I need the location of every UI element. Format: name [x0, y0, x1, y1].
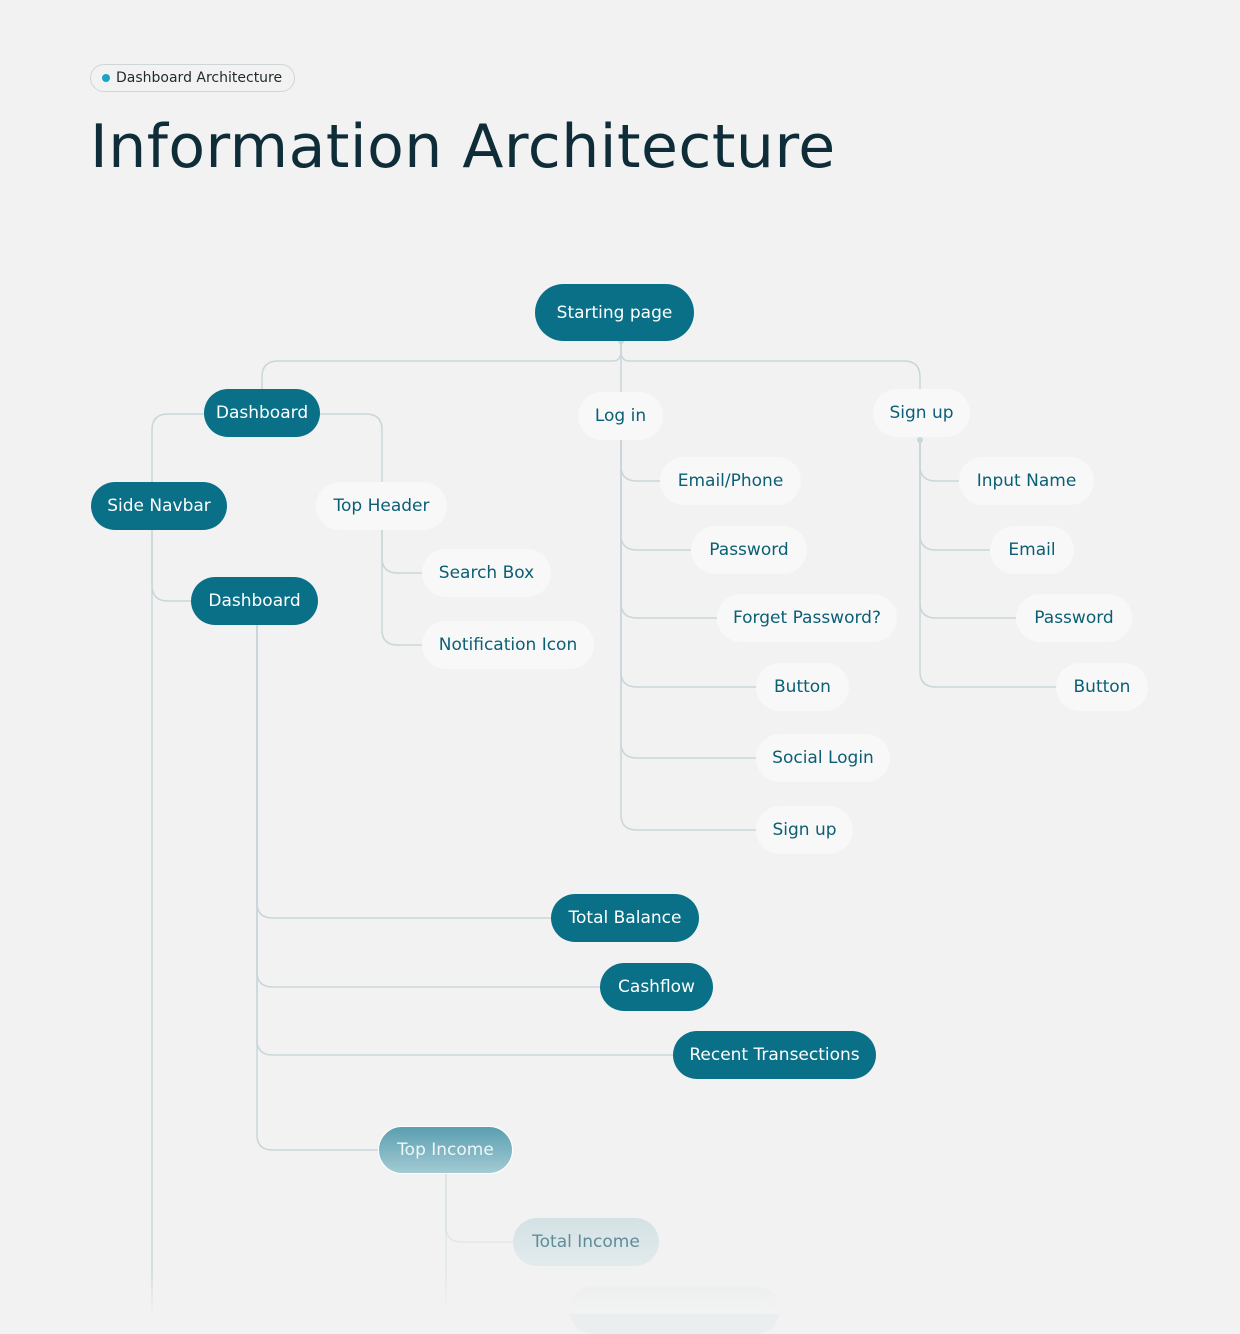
node-signup-email[interactable]: Email [990, 526, 1074, 574]
node-side-navbar[interactable]: Side Navbar [91, 482, 227, 530]
page-title: Information Architecture [90, 112, 836, 182]
node-starting-page[interactable]: Starting page [535, 284, 694, 341]
node-login-social-login[interactable]: Social Login [756, 734, 890, 782]
node-login[interactable]: Log in [578, 392, 663, 440]
node-login-forget-password[interactable]: Forget Password? [717, 594, 897, 642]
node-total-income[interactable]: Total Income [513, 1218, 659, 1266]
node-login-password[interactable]: Password [691, 526, 807, 574]
node-dashboard[interactable]: Dashboard [204, 389, 320, 437]
node-recent-transections[interactable]: Recent Transections [673, 1031, 876, 1079]
node-cashflow[interactable]: Cashflow [600, 963, 713, 1011]
section-badge: Dashboard Architecture [90, 64, 296, 92]
badge-label: Dashboard Architecture [116, 70, 283, 86]
node-login-email-phone[interactable]: Email/Phone [660, 457, 801, 505]
node-signup-button[interactable]: Button [1056, 663, 1148, 711]
node-login-button[interactable]: Button [756, 663, 849, 711]
badge-dot-icon [102, 74, 110, 82]
node-signup-password[interactable]: Password [1016, 594, 1132, 642]
node-signup-input-name[interactable]: Input Name [959, 457, 1094, 505]
node-top-income[interactable]: Top Income [378, 1126, 513, 1174]
node-notification-icon[interactable]: Notification Icon [422, 621, 594, 669]
node-total-balance[interactable]: Total Balance [551, 894, 699, 942]
node-search-box[interactable]: Search Box [422, 549, 551, 597]
node-login-signup[interactable]: Sign up [756, 806, 853, 854]
node-dashboard-sub[interactable]: Dashboard [191, 577, 318, 625]
bottom-fade-overlay [0, 1270, 1240, 1314]
node-signup[interactable]: Sign up [873, 389, 970, 437]
node-top-header[interactable]: Top Header [316, 482, 447, 530]
